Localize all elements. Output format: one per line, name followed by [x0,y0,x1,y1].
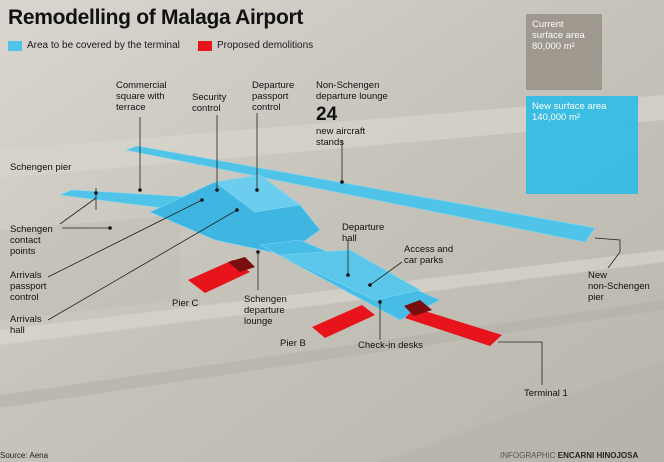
terminal-1-demolition [405,308,502,346]
current-line1: Current [532,19,564,30]
page-title: Remodelling of Malaga Airport [8,6,304,29]
label-pier-b: Pier B [280,338,306,349]
check-in-shape [278,249,421,301]
leader-arrivals-passport [47,199,203,278]
demolition-shapes [188,257,502,346]
label-terminal-1: Terminal 1 [524,388,568,399]
pier-b-demolition [312,305,375,338]
infographic-credit: INFOGRAPHIC ENCARNI HINOJOSA [500,451,639,460]
legend-demolitions-label: Proposed demolitions [217,40,314,51]
terminal-swatch [8,40,22,51]
legend-terminal: Area to be covered by the terminal [8,40,180,51]
current-line2: surface area [532,30,585,41]
non-schengen-pier-shape [124,145,596,243]
source-credit: Source: Aena [0,451,49,460]
new-value: 140,000 m² [532,112,581,123]
apron-area [0,215,180,320]
legend-terminal-label: Area to be covered by the terminal [27,40,180,51]
leader-new-non-schengen [594,237,621,269]
legend-demolitions: Proposed demolitions [198,40,313,51]
parking-area [380,360,664,462]
road-strip [0,250,664,345]
label-check-in-desks: Check-in desks [358,340,423,351]
pier-c-demolition [188,260,250,293]
road-strip-2 [0,300,664,408]
terminal-area-shapes [58,145,596,321]
leader-arrivals-hall [47,209,238,321]
leader-dots [94,180,382,304]
leader-lines [47,113,621,385]
security-block-shape [214,174,301,213]
pier-c-dark [228,257,255,272]
label-schengen-pier: Schengen pier [10,162,72,173]
terminal-1-dark [404,300,432,316]
leader-access [369,261,403,286]
label-pier-c: Pier C [172,298,199,309]
stands-number: 24 [316,104,338,125]
demolition-swatch [198,40,212,51]
leader-contact-2 [59,197,97,225]
new-line1: New surface area [532,101,607,112]
current-value: 80,000 m² [532,41,575,52]
leader-terminal-1 [498,341,543,385]
current-surface-panel: Current surface area 80,000 m² [526,14,602,90]
new-surface-panel: New surface area 140,000 m² [526,96,638,194]
